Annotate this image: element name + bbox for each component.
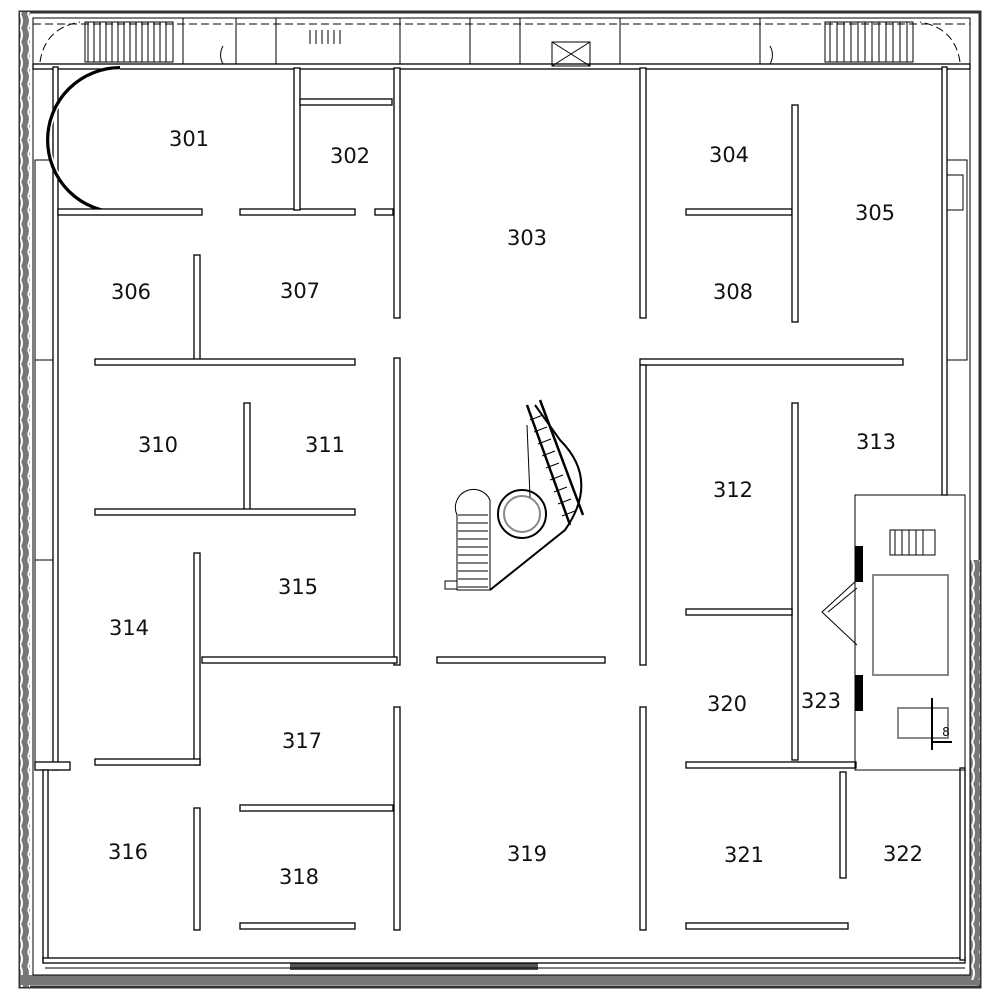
- room-307: 307: [280, 279, 320, 303]
- room-319: 319: [507, 842, 547, 866]
- room-321: 321: [724, 843, 764, 867]
- service-core: 8: [821, 494, 966, 771]
- elevator-car-icon: [872, 574, 949, 676]
- stair-right-icon: [824, 21, 961, 63]
- room-316: 316: [108, 840, 148, 864]
- central-stair-icon: [444, 399, 585, 591]
- room-labels: 301 302 303 304 305 306 307 308 310 311 …: [108, 127, 923, 889]
- room-301: 301: [169, 127, 209, 151]
- room-318: 318: [279, 865, 319, 889]
- room-315: 315: [278, 575, 318, 599]
- room-313: 313: [856, 430, 896, 454]
- room-323: 323: [801, 689, 841, 713]
- room-306: 306: [111, 280, 151, 304]
- interior-walls: [46, 66, 904, 931]
- room-312: 312: [713, 478, 753, 502]
- room-317: 317: [282, 729, 322, 753]
- room-303: 303: [507, 226, 547, 250]
- exterior-envelope: [18, 10, 982, 989]
- room-304: 304: [709, 143, 749, 167]
- stair-left-icon: [39, 21, 174, 63]
- top-service-strip: [32, 17, 971, 70]
- room-310: 310: [138, 433, 178, 457]
- room-305: 305: [855, 201, 895, 225]
- room-302: 302: [330, 144, 370, 168]
- core-marker-label: 8: [942, 725, 950, 739]
- elevator-icon: [551, 41, 591, 67]
- room-311: 311: [305, 433, 345, 457]
- room-322: 322: [883, 842, 923, 866]
- room-314: 314: [109, 616, 149, 640]
- room-308: 308: [713, 280, 753, 304]
- room-320: 320: [707, 692, 747, 716]
- perimeter-walls: [34, 66, 968, 964]
